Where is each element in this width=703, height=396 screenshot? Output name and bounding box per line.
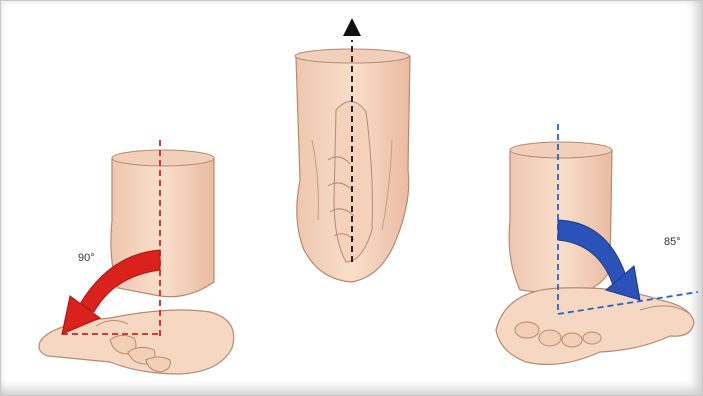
center-up-arrowhead	[343, 18, 361, 36]
left-angle-label: 90°	[78, 252, 95, 264]
right-angle-label: 85°	[664, 236, 681, 248]
